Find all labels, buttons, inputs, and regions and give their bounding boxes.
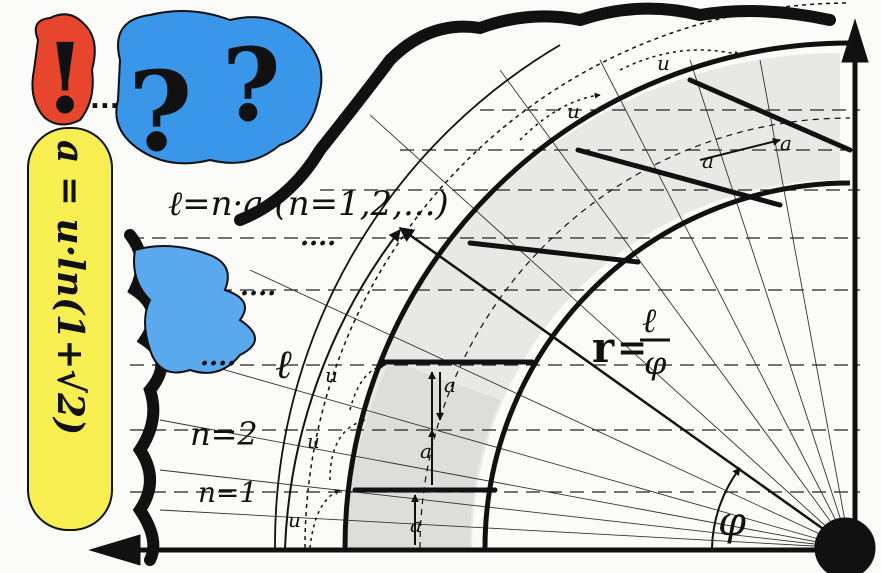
exclaim-cloud [31, 13, 96, 126]
u-label: u [657, 51, 670, 75]
radius-r: r [592, 323, 615, 372]
radius-eq: = [617, 327, 647, 369]
angle-arc [711, 467, 741, 549]
radius-num: ℓ [642, 301, 656, 341]
a-label: a [420, 439, 432, 463]
row-n2: n=2 [190, 415, 258, 453]
tile-dividers [352, 77, 853, 493]
radius-arrow [398, 226, 851, 550]
u-label: u [325, 363, 338, 387]
radial-lines [159, 59, 851, 549]
dots-left-2: .... [240, 272, 276, 302]
question-cloud [115, 10, 323, 165]
bubble-dots: ... [90, 85, 120, 115]
u-label: u [288, 508, 301, 532]
formula-pill: a = u·ln(1+√2) [27, 127, 113, 531]
formula-vertical: a = u·ln(1+√2) [49, 140, 91, 435]
exclaim-bubble: ! [31, 13, 96, 135]
row-ell: ℓ [275, 342, 292, 388]
radius-label: r = ℓ φ [592, 301, 670, 382]
row-n1: n=1 [198, 476, 257, 509]
a-label: a [444, 373, 456, 397]
concentric-arcs [274, 2, 851, 549]
blue-wave [133, 245, 256, 374]
shaded-tiles [345, 53, 840, 548]
phi-label: φ [718, 499, 746, 545]
u-label: u [567, 99, 580, 123]
spacing-arrows [411, 137, 781, 545]
exclaim-mark: ! [44, 22, 86, 135]
dots-left-1: .... [300, 222, 336, 252]
cloud-border [124, 2, 836, 566]
u-label: u [307, 429, 320, 453]
a-label: a [410, 513, 422, 537]
question-mark-1: ? [128, 47, 192, 176]
a-label: a [702, 149, 714, 173]
question-bubble: ? ? ... [90, 10, 323, 176]
axes [88, 18, 876, 573]
question-mark-2: ? [222, 26, 281, 144]
radius-den: φ [644, 344, 667, 382]
a-label: a [780, 131, 792, 155]
length-formula: ℓ=n·a (n=1,2,...) [168, 184, 449, 224]
u-arcs [309, 49, 741, 549]
dots-left-3: .... [200, 342, 236, 372]
length-arc [284, 229, 401, 549]
